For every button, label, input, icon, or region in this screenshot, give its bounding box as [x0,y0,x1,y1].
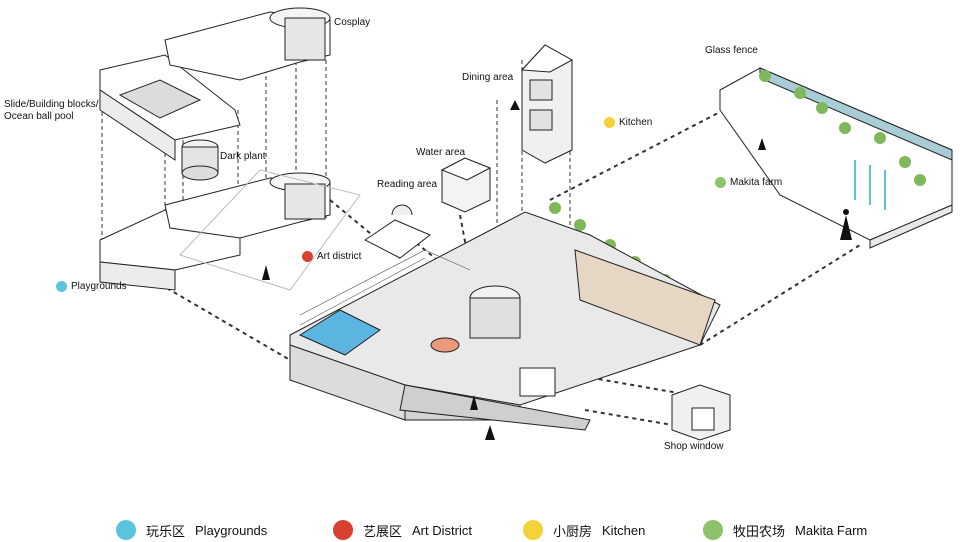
upper-structure [99,7,331,161]
dining-kitchen-block [520,44,574,164]
legend-kitchen: 小厨房 Kitchen [523,520,645,540]
label-dining-area: Dining area [462,72,514,83]
label-makita-farm: Makita farm [730,177,783,188]
reading-area-shape [364,204,431,259]
label-glass-fence: Glass fence [705,45,758,56]
legend-playgrounds: 玩乐区 Playgrounds [116,520,267,540]
farm-poles [854,160,886,210]
farm-deck [719,67,953,249]
label-art-district: Art district [317,251,362,262]
main-building [289,211,721,431]
legend-en: Art District [412,522,472,538]
label-kitchen: Kitchen [619,117,653,128]
label-water-area: Water area [416,147,466,158]
dark-plant [181,139,219,181]
middle-structure [99,169,361,291]
building-windows [299,249,471,326]
legend-art-district: 艺展区 Art District [333,520,472,540]
legend-zh: 小厨房 [553,524,593,540]
shop-window [671,384,731,441]
legend-zh: 艺展区 [363,524,403,540]
label-playgrounds: Playgrounds [71,281,127,292]
farm-marker-icon [715,177,726,188]
kitchen-marker-icon [604,117,615,128]
playgrounds-marker-icon [56,281,67,292]
legend-en: Kitchen [602,522,646,538]
legend-dot-icon [333,520,353,540]
label-dark-plant: Dark plant [220,151,266,162]
people-figures [262,100,852,440]
legend-dot-icon [523,520,543,540]
legend-zh: 玩乐区 [146,524,186,540]
label-cosplay: Cosplay [334,17,371,28]
label-slide: Slide/Building blocks/ Ocean ball pool [4,99,99,122]
label-reading-area: Reading area [377,179,438,190]
legend-makita-farm: 牧田农场 Makita Farm [703,520,867,540]
label-shop-window: Shop window [664,441,724,452]
legend-en: Makita Farm [795,522,868,538]
legend-dot-icon [703,520,723,540]
legend-zh: 牧田农场 [733,524,786,540]
art-district-marker-icon [302,251,313,262]
water-area-shape [440,157,492,213]
legend-en: Playgrounds [195,522,268,538]
legend-dot-icon [116,520,136,540]
